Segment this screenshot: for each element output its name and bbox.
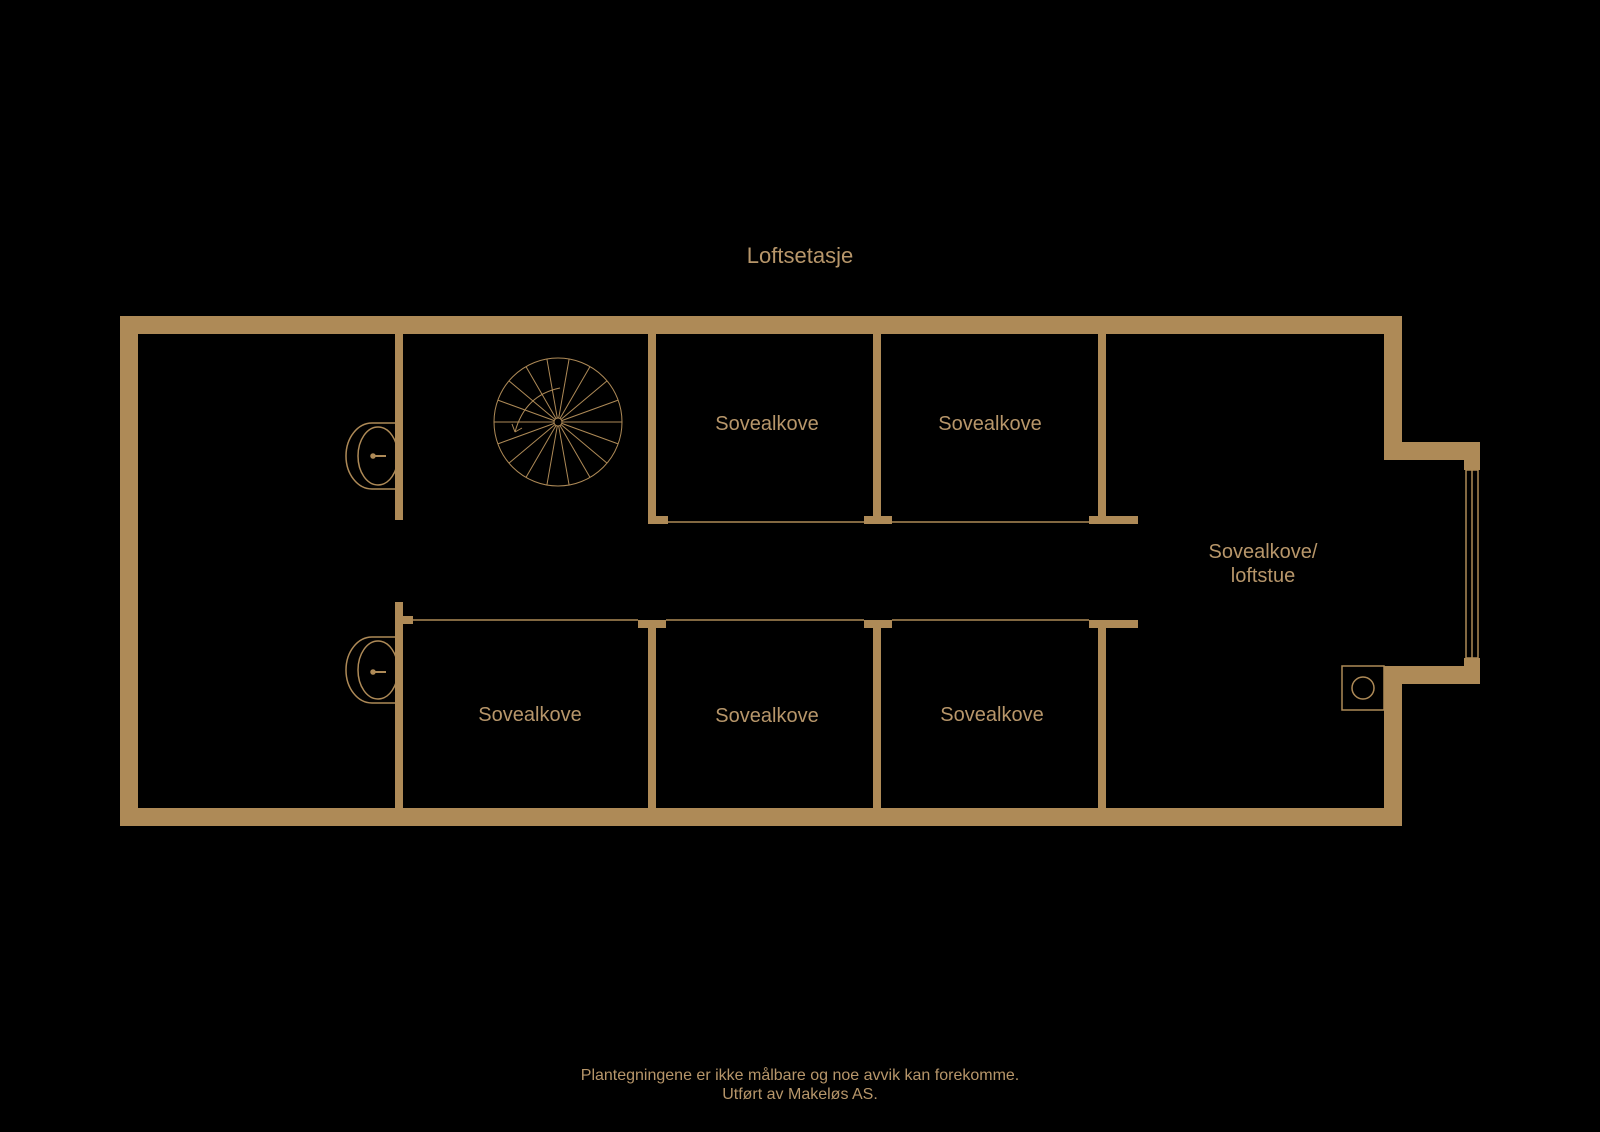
partition-lower-1 <box>648 622 656 808</box>
wall-bay-right-bottom <box>1464 658 1480 684</box>
wall-right-upper <box>1384 316 1402 446</box>
partition-lower-3 <box>1098 622 1106 808</box>
spiral-staircase-icon <box>493 357 623 487</box>
stair-tread <box>497 399 555 422</box>
sink-icon <box>345 636 399 704</box>
interior-walls <box>395 334 1138 808</box>
stair-tread <box>561 422 619 445</box>
stair-tread <box>525 366 557 419</box>
room-label-top-2: Sovealkove <box>938 413 1041 435</box>
partition-lower-2 <box>873 622 881 808</box>
stair-tread <box>559 366 591 419</box>
room-label-right-line2: loftstue <box>1231 565 1295 587</box>
wall-bay-right-top <box>1464 442 1480 470</box>
stair-tread <box>508 380 556 420</box>
chimney-icon <box>1341 665 1385 711</box>
stair-tread <box>525 425 557 478</box>
wall-bottom <box>120 808 1402 826</box>
floor-title: Loftsetasje <box>747 243 853 268</box>
sink-icon <box>345 422 399 490</box>
wall-right-lower <box>1384 666 1402 826</box>
credit-line: Utført av Makeløs AS. <box>722 1086 878 1103</box>
stair-tread <box>508 424 556 464</box>
room-label-right-line1: Sovealkove/ <box>1209 541 1318 563</box>
room-label-top-1: Sovealkove <box>715 413 818 435</box>
outer-walls <box>120 316 1480 826</box>
partition-upper-3 <box>1098 334 1106 520</box>
disclaimer-line: Plantegningene er ikke målbare og noe av… <box>580 1067 1020 1084</box>
partition-left-upper <box>395 334 403 520</box>
wall-left <box>120 316 138 826</box>
stair-tread <box>560 380 608 420</box>
stair-tread <box>561 399 619 422</box>
wall-bay-bottom <box>1384 666 1480 684</box>
stair-tread <box>558 425 570 486</box>
partition-upper-2 <box>873 334 881 520</box>
wall-top <box>120 316 1402 334</box>
stair-tread <box>559 425 591 478</box>
stair-tread <box>546 358 558 419</box>
partition-upper-1 <box>648 334 656 520</box>
partition-left-lower <box>395 602 403 808</box>
stair-tread <box>497 422 555 445</box>
room-label-bottom-2: Sovealkove <box>715 705 818 727</box>
window-icon <box>1465 469 1479 659</box>
wall-bay-top <box>1384 442 1480 460</box>
room-label-bottom-1: Sovealkove <box>478 704 581 726</box>
curtain-lines <box>413 521 1089 621</box>
stair-tread <box>560 424 608 464</box>
room-label-bottom-3: Sovealkove <box>940 704 1043 726</box>
stair-tread <box>558 358 570 419</box>
disclaimer-footer: Plantegningene er ikke målbare og noe av… <box>0 1066 1600 1104</box>
stair-tread <box>546 425 558 486</box>
